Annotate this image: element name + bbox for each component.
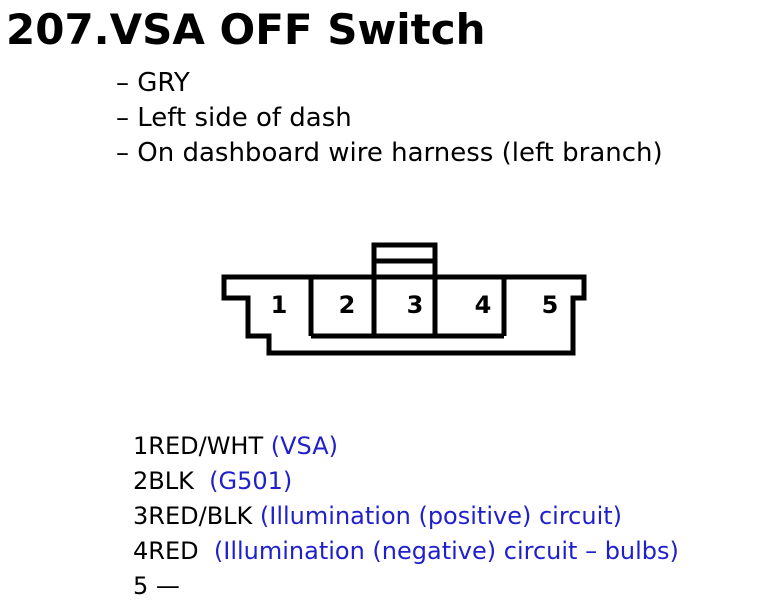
pin-wire-color: RED/WHT — [148, 432, 264, 460]
pin-row-4: 4RED (Illumination (negative) circuit – … — [133, 534, 679, 569]
terminal-label-4: 4 — [475, 291, 492, 319]
connector-lock-tab — [371, 242, 438, 277]
note-location: Left side of dash — [116, 101, 663, 136]
pin-gap — [194, 467, 209, 495]
pin-number: 3 — [133, 502, 149, 530]
terminal-label-3: 3 — [407, 291, 424, 319]
connector-housing — [221, 274, 587, 356]
terminal-label-1: 1 — [271, 291, 288, 319]
pin-row-3: 3RED/BLK (Illumination (positive) circui… — [133, 499, 679, 534]
pin-gap — [252, 502, 260, 530]
page-title: 207.VSA OFF Switch — [6, 5, 486, 54]
pin-row-2: 2BLK (G501) — [133, 464, 679, 499]
terminal-label-5: 5 — [542, 291, 559, 319]
terminal-label-2: 2 — [339, 291, 356, 319]
pin-wire-color: RED — [148, 537, 199, 565]
pin-description: (Illumination (positive) circuit) — [259, 502, 623, 530]
pin-number: 2 — [133, 467, 149, 495]
note-harness: On dashboard wire harness (left branch) — [116, 136, 662, 171]
pin-number: 5 — [133, 572, 149, 600]
connector-diagram: 1 2 3 4 5 — [221, 242, 587, 356]
pin-gap — [148, 572, 156, 600]
pin-wire-color: BLK — [148, 467, 194, 495]
pin-row-5: 5 — — [133, 569, 679, 604]
pin-row-1: 1RED/WHT (VSA) — [133, 429, 679, 464]
note-connector-color: GRY — [116, 66, 663, 101]
pin-description: (Illumination (negative) circuit – bulbs… — [213, 537, 679, 565]
pin-list: 1RED/WHT (VSA) 2BLK (G501) 3RED/BLK (Ill… — [133, 429, 679, 604]
pin-gap — [263, 432, 271, 460]
pin-gap — [199, 537, 214, 565]
pin-wire-color: RED/BLK — [148, 502, 253, 530]
pin-number: 1 — [133, 432, 149, 460]
pin-description: — — [155, 572, 180, 600]
connector-notes: GRY Left side of dash On dashboard wire … — [116, 66, 663, 171]
pin-description: (G501) — [209, 467, 293, 495]
pin-number: 4 — [133, 537, 149, 565]
pin-description: (VSA) — [270, 432, 339, 460]
